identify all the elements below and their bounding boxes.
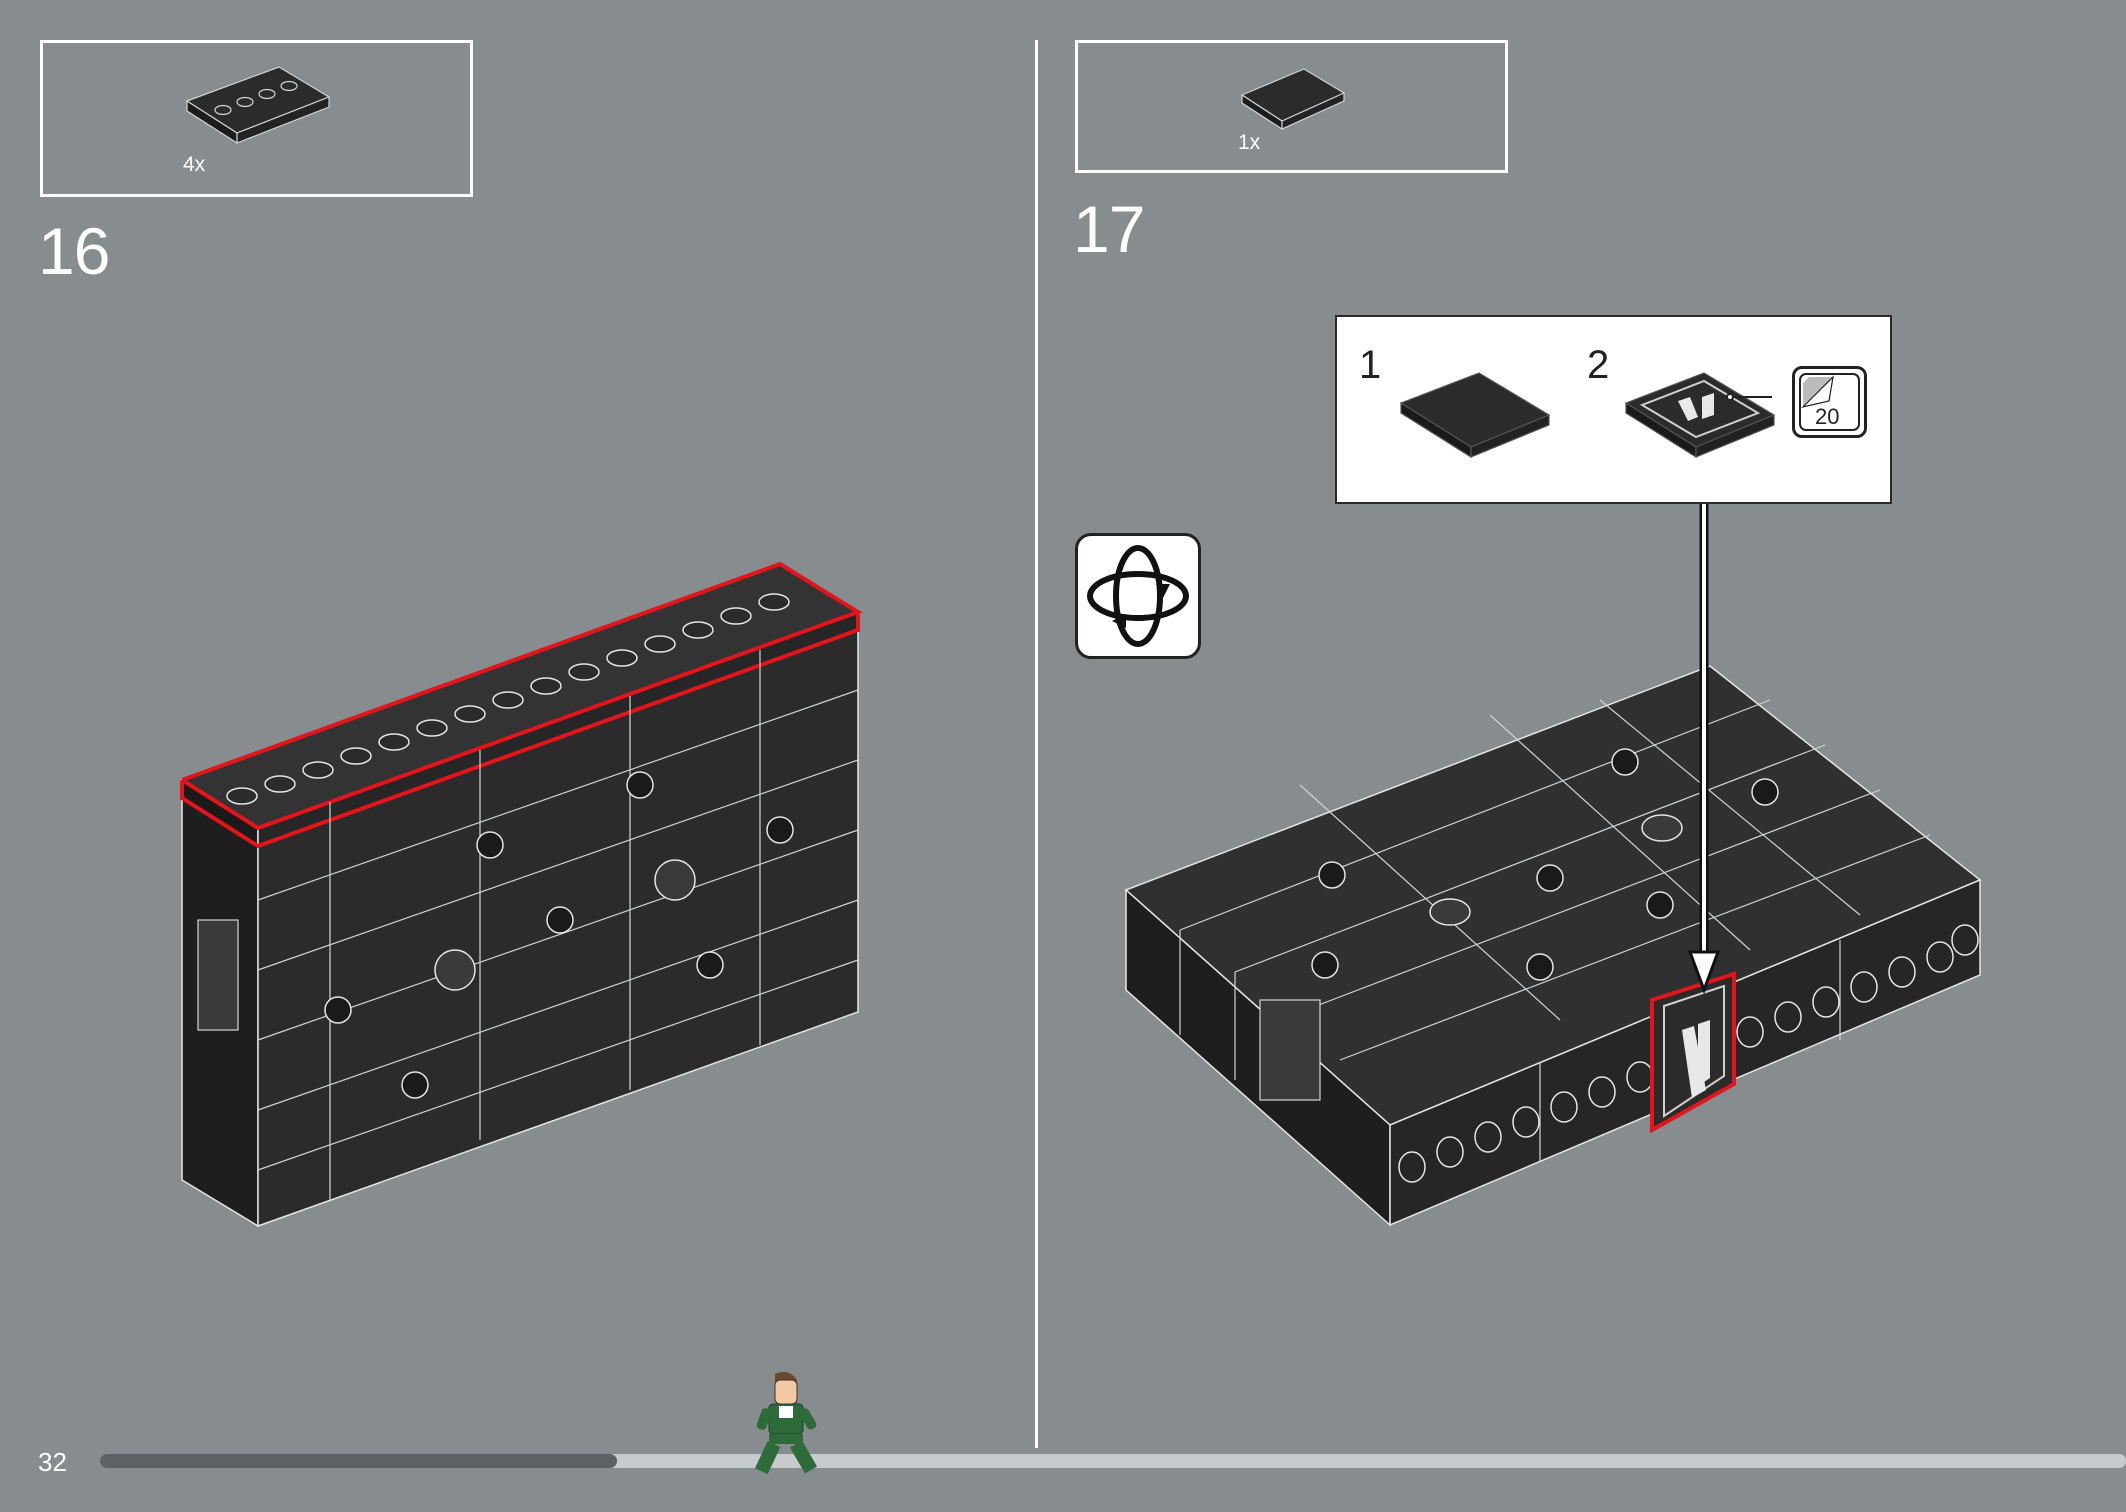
progress-bar	[100, 1454, 2126, 1468]
sticker-callout: 20	[1792, 366, 1867, 438]
page-divider	[1035, 40, 1038, 1448]
sub-step-number: 1	[1359, 343, 1382, 387]
rotate-model-icon	[1075, 533, 1201, 659]
tile-2x3-icon	[1240, 68, 1346, 131]
minifigure-progress-icon	[754, 1372, 818, 1475]
page-number: 32	[38, 1447, 67, 1477]
sticker-peel-icon	[1801, 375, 1834, 409]
parts-callout-step-16: 4x	[40, 40, 473, 197]
tile-icon	[1399, 372, 1551, 459]
progress-fill	[100, 1454, 617, 1468]
step-17-model	[1124, 665, 1982, 1227]
sub-step-number: 2	[1587, 343, 1610, 387]
step-number-16: 16	[38, 214, 110, 288]
sub-step-panel: 1 2 20	[1335, 315, 1892, 504]
sticker-number: 20	[1815, 404, 1840, 429]
step-number-17: 17	[1073, 192, 1145, 266]
part-quantity: 1x	[1238, 131, 1261, 154]
plate-2x4-icon	[185, 66, 331, 145]
arrow-down-icon	[1687, 504, 1721, 995]
step-16-model	[180, 561, 863, 1228]
tile-with-sticker-icon	[1624, 372, 1776, 459]
parts-callout-step-17: 1x	[1075, 40, 1508, 173]
part-quantity: 4x	[183, 153, 206, 176]
